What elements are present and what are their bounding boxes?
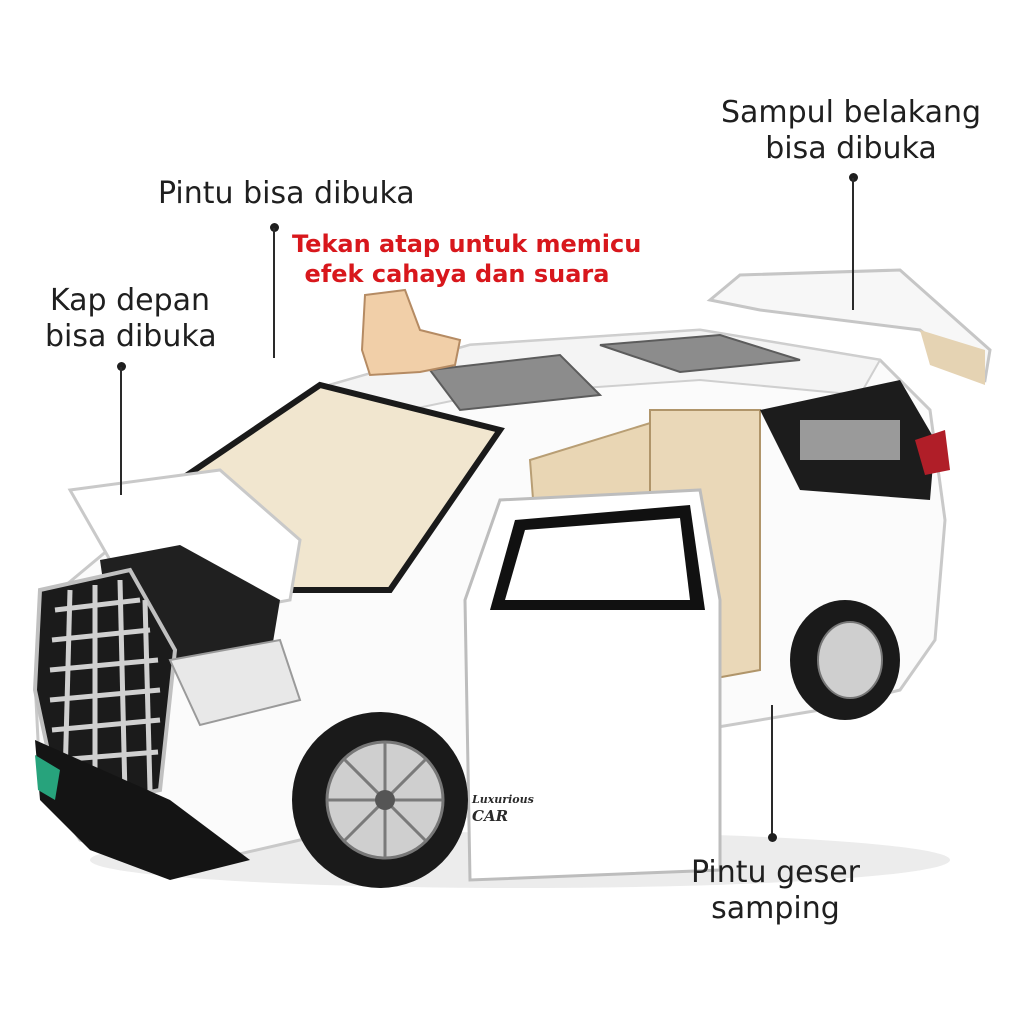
rear-cover-leader-line (852, 178, 854, 310)
rear-sunroof (599, 333, 801, 374)
headlight (168, 638, 302, 727)
rear-cover-label: Sampul belakang bisa dibuka (716, 95, 986, 167)
sliding-door-label: Pintu geser samping (683, 855, 868, 927)
door-pointer-dot (270, 223, 279, 232)
door-leader-line (273, 228, 275, 358)
press-roof-label: Tekan atap untuk memicu efek cahaya dan … (292, 229, 642, 289)
sliding-door-pointer-dot (768, 833, 777, 842)
finger-press-icon (360, 288, 462, 377)
door-label-text: Pintu bisa dibuka (158, 176, 415, 211)
door-badge-line2: CAR (472, 807, 509, 825)
grille-chrome-bars (49, 579, 161, 796)
sliding-door-label-line1: Pintu geser (690, 855, 860, 890)
hood-leader-line (120, 367, 122, 495)
hood-label-line1: Kap depan (49, 283, 211, 318)
hood-label-line2: bisa dibuka (45, 319, 217, 354)
hood-pointer-dot (117, 362, 126, 371)
front-wheel (292, 712, 468, 888)
bumper-green-accent (35, 755, 60, 800)
door-badge: Luxurious CAR (472, 793, 534, 825)
open-rear-hatch (706, 268, 992, 383)
rear-grille (800, 420, 900, 460)
sliding-door-leader-line (771, 705, 773, 835)
front-sunroof (428, 353, 603, 412)
door-label: Pintu bisa dibuka (158, 176, 415, 212)
door-badge-line1: Luxurious (472, 793, 534, 806)
press-roof-label-line2: efek cahaya dan suara (304, 260, 610, 288)
tail-light (915, 430, 950, 475)
rear-cover-label-line1: Sampul belakang (720, 95, 982, 130)
hatch-inner (920, 330, 985, 385)
press-roof-label-line1: Tekan atap untuk memicu (292, 230, 642, 258)
rear-cover-label-line2: bisa dibuka (765, 131, 937, 166)
hood-label: Kap depan bisa dibuka (45, 283, 217, 355)
rear-cover-pointer-dot (849, 173, 858, 182)
rear-wheel (790, 600, 900, 720)
door-window (505, 518, 690, 600)
sliding-door-label-line2: samping (711, 891, 840, 926)
front-bumper (35, 740, 250, 880)
